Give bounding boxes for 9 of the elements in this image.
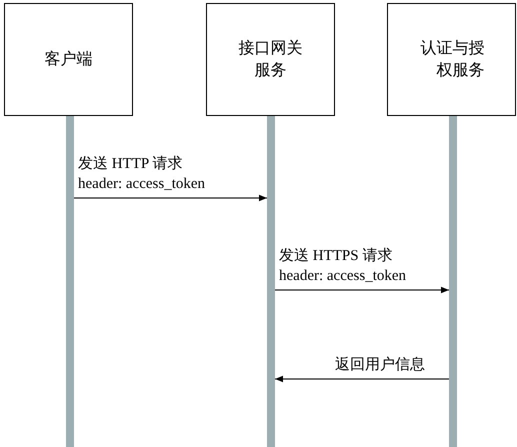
message-arrow xyxy=(274,376,450,382)
message-arrow xyxy=(74,194,268,202)
participant-name: 认证与授权服务 xyxy=(420,38,484,80)
message-label: 返回用户信息 xyxy=(335,356,425,375)
message-arrow xyxy=(274,286,450,294)
participant-name: 客户端 xyxy=(44,50,94,70)
message-label: 发送 HTTPS 请求 header: access_token xyxy=(279,246,408,286)
message-label: 发送 HTTP 请求 header: access_token xyxy=(78,154,206,194)
participant-name: 接口网关服务 xyxy=(238,38,304,80)
